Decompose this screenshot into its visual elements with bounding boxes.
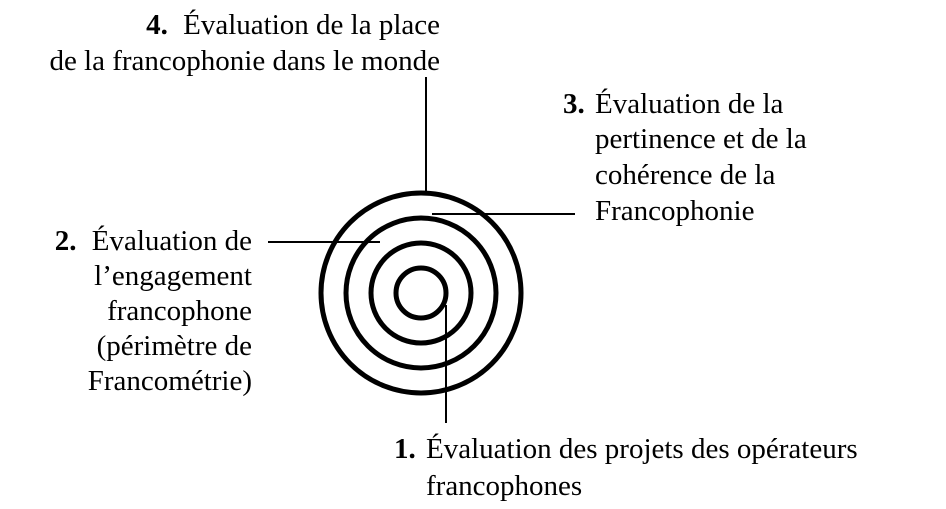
label-level-3: 3. Évaluation de la pertinence et de la … [563,87,807,227]
concentric-rings [318,190,524,396]
ring-level-1 [393,265,449,321]
label-2-line-1: Évaluation de [92,224,252,257]
label-2-number: 2. [55,225,77,257]
leader-lines [268,77,575,423]
label-level-1: 1. Évaluation des projets des opérateurs… [394,432,858,502]
label-3-line-1: Évaluation de la [595,87,784,120]
label-4-number: 4. [146,9,168,41]
label-1-line-2: francophones [426,470,582,502]
label-1-line-1: Évaluation des projets des opérateurs [426,432,858,465]
label-3-line-4: Francophonie [595,195,754,227]
label-3-line-2: pertinence et de la [595,123,807,155]
label-2-line-3: francophone [107,295,252,327]
label-3-line-3: cohérence de la [595,159,775,191]
svg-text:4. Évaluation de la plac: 4. Évaluation de la place [146,8,440,41]
ring-level-4 [318,190,524,396]
label-3-number: 3. [563,88,585,120]
label-1-number: 1. [394,433,416,465]
ring-level-2 [368,240,474,346]
svg-text:2. Évaluation de: 2. Évaluation de [55,224,252,257]
label-2-line-4: (périmètre de [97,330,252,362]
label-2-line-5: Francométrie) [88,365,252,397]
label-level-2: 2. Évaluation de l’engagement francophon… [55,224,252,397]
ring-level-3 [343,215,499,371]
label-level-4: 4. Évaluation de la place de la francoph… [49,8,440,77]
label-2-line-2: l’engagement [94,260,252,292]
label-4-line-1: Évaluation de la place [183,8,440,41]
label-4-line-2: de la francophonie dans le monde [49,45,440,77]
